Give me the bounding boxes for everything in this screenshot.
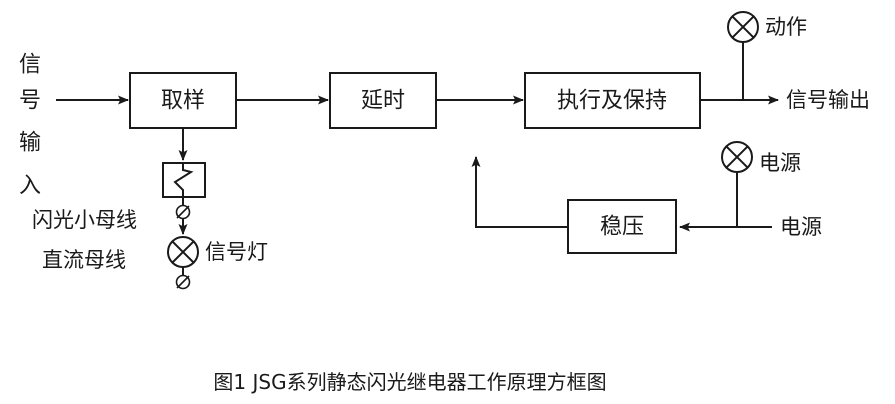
block-delay-rect bbox=[329, 72, 437, 129]
block-regulator[interactable]: 稳压 bbox=[567, 199, 677, 254]
block-regulator-label: 稳压 bbox=[600, 215, 644, 240]
signal-lamp-label: 信号灯 bbox=[205, 240, 268, 264]
block-delay-label: 延时 bbox=[361, 89, 405, 114]
contact-symbol-switch bbox=[173, 163, 194, 197]
block-sampling[interactable]: 取样 bbox=[129, 72, 237, 129]
flash-bus-label: 闪光小母线 bbox=[32, 208, 137, 232]
block-regulator-rect bbox=[567, 199, 677, 254]
power-lamp-label: 电源 bbox=[759, 151, 801, 175]
input-label-char-0: 信 bbox=[19, 53, 41, 78]
figure-caption: 图1 JSG系列静态闪光继电器工作原理方框图 bbox=[213, 370, 606, 394]
action-lamp-label: 动作 bbox=[765, 15, 807, 39]
terminal-dc-bus-slash bbox=[176, 275, 190, 289]
block-sampling-label: 取样 bbox=[161, 89, 205, 114]
block-execute-rect bbox=[524, 72, 701, 129]
terminal-flash-bus bbox=[175, 204, 191, 220]
input-label-char-2: 输 bbox=[19, 131, 41, 156]
power-lamp-cross-b bbox=[725, 145, 749, 169]
signal-lamp-cross-b bbox=[171, 240, 195, 264]
action-lamp-symbol bbox=[727, 11, 759, 43]
signal-output-label: 信号输出 bbox=[786, 88, 870, 112]
power-input-label: 电源 bbox=[780, 215, 822, 239]
wire-regulator-feedback bbox=[471, 156, 567, 228]
block-execute[interactable]: 执行及保持 bbox=[524, 72, 701, 129]
block-execute-label: 执行及保持 bbox=[557, 89, 667, 114]
power-lamp-symbol bbox=[721, 141, 753, 173]
input-label-char-3: 入 bbox=[19, 174, 41, 199]
action-lamp-cross-b bbox=[731, 15, 755, 39]
contact-symbol bbox=[162, 162, 206, 198]
block-delay[interactable]: 延时 bbox=[329, 72, 437, 129]
signal-input-label: 信 号 输 入 bbox=[19, 53, 41, 199]
signal-lamp-symbol bbox=[167, 236, 199, 268]
terminal-flash-bus-slash bbox=[176, 205, 190, 219]
dc-bus-label: 直流母线 bbox=[42, 248, 126, 272]
terminal-dc-bus bbox=[175, 274, 191, 290]
input-label-char-1: 号 bbox=[19, 89, 41, 114]
